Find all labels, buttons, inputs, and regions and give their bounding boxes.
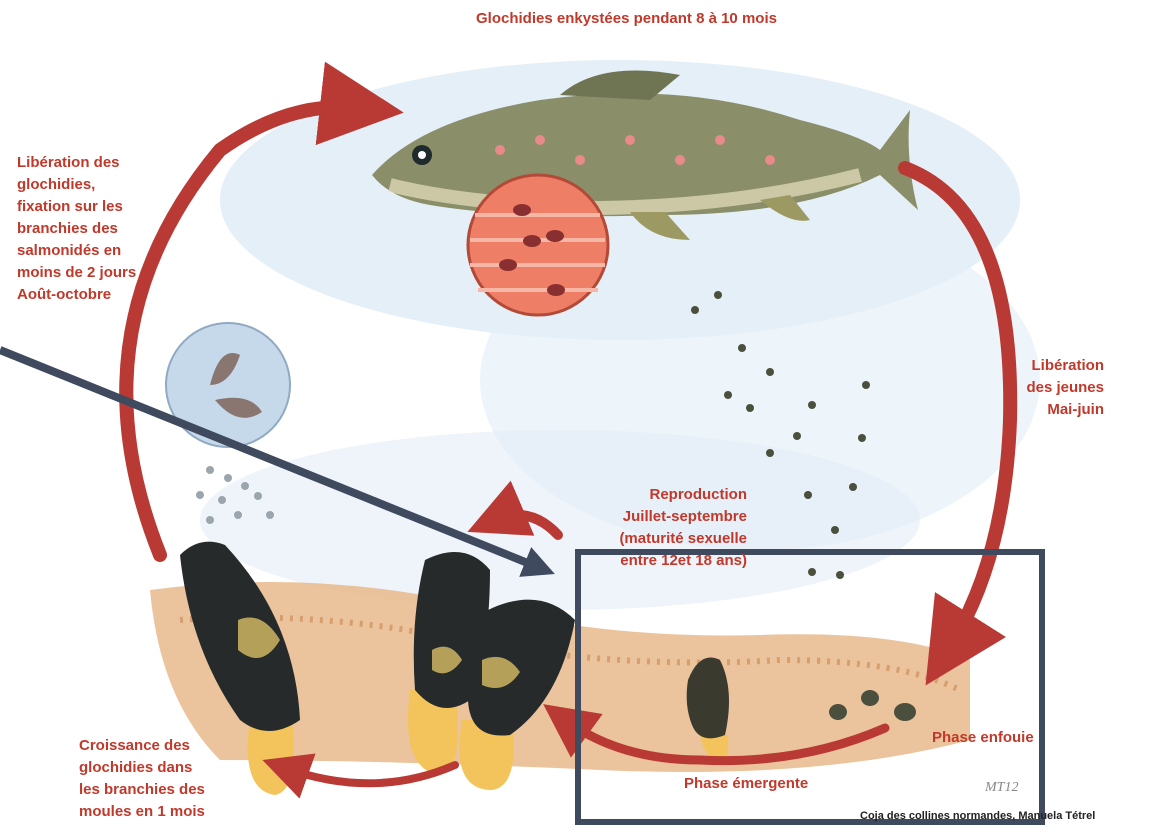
- artist-signature: MT12: [985, 780, 1018, 796]
- left-label-line: branchies des: [17, 218, 136, 240]
- reproduction-label-line: entre 12et 18 ans): [575, 550, 747, 572]
- highlight-box: [575, 549, 1045, 825]
- left-label-line: Août-octobre: [17, 284, 136, 306]
- image-credit: Coja des collines normandes, Manuela Tét…: [860, 810, 1095, 822]
- left-label-line: Libération des: [17, 152, 136, 174]
- bottom-left-label-line: moules en 1 mois: [79, 801, 205, 823]
- reproduction-label-line: Reproduction: [575, 484, 747, 506]
- right-label-line: Libération: [1000, 355, 1104, 377]
- reproduction-label-line: Juillet-septembre: [575, 506, 747, 528]
- bottom-left-label-line: Croissance des: [79, 735, 205, 757]
- reproduction-label-line: (maturité sexuelle: [575, 528, 747, 550]
- phase-enfouie-label: Phase enfouie: [932, 727, 1034, 749]
- phase-emergente-label: Phase émergente: [684, 773, 808, 795]
- gill-inset: [468, 175, 608, 315]
- bottom-left-label: Croissance des glochidies dans les branc…: [79, 735, 205, 823]
- right-label: Libération des jeunes Mai-juin: [1000, 355, 1104, 421]
- bottom-left-label-line: les branchies des: [79, 779, 205, 801]
- left-label: Libération des glochidies, fixation sur …: [17, 152, 136, 306]
- right-label-line: Mai-juin: [1000, 399, 1104, 421]
- reproduction-label: Reproduction Juillet-septembre (maturité…: [575, 484, 747, 572]
- left-label-line: fixation sur les: [17, 196, 136, 218]
- left-label-line: salmonidés en: [17, 240, 136, 262]
- bottom-left-label-line: glochidies dans: [79, 757, 205, 779]
- top-label: Glochidies enkystées pendant 8 à 10 mois: [476, 8, 777, 30]
- left-label-line: glochidies,: [17, 174, 136, 196]
- right-label-line: des jeunes: [1000, 377, 1104, 399]
- left-label-line: moins de 2 jours: [17, 262, 136, 284]
